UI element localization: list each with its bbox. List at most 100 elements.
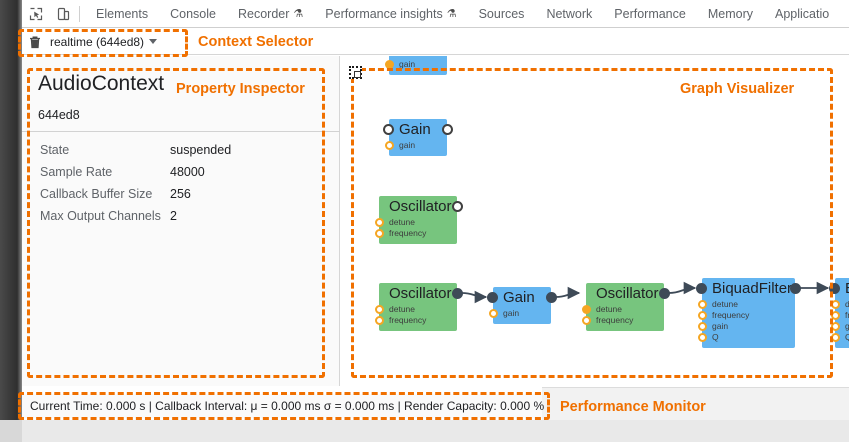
property-key-state: State [40, 143, 70, 157]
tab-performance-insights-label: Performance insights [325, 6, 443, 21]
graph-node-param-q: Q [712, 332, 719, 342]
tab-performance-insights[interactable]: Performance insights ⚗ [314, 0, 467, 28]
graph-output-port[interactable] [546, 292, 557, 303]
graph-param-port-detune[interactable] [582, 305, 591, 314]
graph-node-param-frequency: frequency [596, 315, 634, 325]
graph-node-title: Oscillator [389, 285, 452, 302]
graph-node-param-frequency: frequency [845, 310, 849, 320]
graph-node-title: Gain [389, 56, 447, 59]
graph-input-port[interactable] [487, 292, 498, 303]
graph-param-port-frequency[interactable] [831, 311, 840, 320]
property-inspector-divider [22, 131, 340, 132]
graph-param-port-q[interactable] [698, 333, 707, 342]
graph-param-port-detune[interactable] [375, 305, 384, 314]
tab-sources[interactable]: Sources [468, 0, 536, 28]
tab-console[interactable]: Console [159, 0, 227, 28]
graph-param-port-q[interactable] [831, 333, 840, 342]
graph-node-param-gain: gain [712, 321, 729, 331]
tab-performance[interactable]: Performance [603, 0, 697, 28]
graph-node-title: Oscillator [596, 285, 659, 302]
graph-output-port[interactable] [659, 288, 670, 299]
graph-node-param-q: Q [845, 332, 849, 342]
annotation-label-graph-visualizer: Graph Visualizer [680, 81, 795, 97]
graph-param-port-gain[interactable] [831, 322, 840, 331]
graph-node-param-frequency: frequency [389, 315, 427, 325]
graph-param-port-gain[interactable] [385, 141, 394, 150]
toolbar-divider [79, 5, 80, 22]
performance-monitor-bar: Current Time: 0.000 s | Callback Interva… [22, 394, 545, 418]
performance-monitor-text: Current Time: 0.000 s | Callback Interva… [30, 399, 545, 413]
graph-node-param-gain: gain [503, 308, 520, 318]
graph-node-pad [389, 151, 447, 156]
graph-param-port-gain[interactable] [385, 60, 394, 69]
graph-param-port-frequency[interactable] [698, 311, 707, 320]
experiment-flask-icon: ⚗ [293, 8, 304, 20]
bottom-filler [542, 387, 849, 420]
graph-node-title: Gain [399, 121, 431, 138]
graph-output-port[interactable] [442, 124, 453, 135]
graph-param-port-gain[interactable] [489, 309, 498, 318]
left-dark-strip [0, 0, 22, 442]
graph-visualizer-panel[interactable]: GaingainGaingainOscillatordetunefrequenc… [341, 56, 849, 386]
graph-input-port[interactable] [696, 283, 707, 294]
tab-memory[interactable]: Memory [697, 0, 764, 28]
graph-edge [668, 281, 697, 295]
graph-edge [461, 290, 488, 304]
graph-param-port-detune[interactable] [831, 300, 840, 309]
property-inspector-title: AudioContext [38, 72, 165, 95]
graph-edge [555, 286, 581, 300]
graph-node-pad [389, 70, 447, 75]
devtools-tabbar: Elements Console Recorder ⚗ Performance … [22, 0, 849, 28]
selection-handle[interactable] [349, 66, 362, 79]
property-key-callback-buffer-size: Callback Buffer Size [40, 187, 153, 201]
property-key-sample-rate: Sample Rate [40, 165, 113, 179]
graph-node-title: BiquadFilter [712, 280, 793, 297]
tab-sources-label: Sources [478, 6, 525, 21]
annotation-label-context-selector: Context Selector [198, 34, 314, 50]
graph-param-port-frequency[interactable] [582, 316, 591, 325]
graph-param-port-frequency[interactable] [375, 316, 384, 325]
graph-param-port-gain[interactable] [698, 322, 707, 331]
tab-elements-label: Elements [96, 6, 149, 21]
graph-node-param-detune: detune [712, 299, 738, 309]
annotation-label-property-inspector: Property Inspector [176, 81, 305, 97]
tab-recorder[interactable]: Recorder ⚗ [227, 0, 314, 28]
tab-network[interactable]: Network [535, 0, 603, 28]
device-toolbar-icon[interactable] [49, 1, 76, 27]
graph-param-port-detune[interactable] [375, 218, 384, 227]
tab-application[interactable]: Applicatio [764, 0, 840, 28]
graph-node-pad [379, 239, 457, 244]
inspect-element-icon[interactable] [22, 1, 49, 27]
context-selector-dropdown[interactable]: realtime (644ed8) [48, 35, 158, 49]
tab-elements[interactable]: Elements [85, 0, 159, 28]
graph-node-param-gain: gain [845, 321, 849, 331]
graph-node-param-gain: gain [399, 59, 416, 69]
graph-output-port[interactable] [790, 283, 801, 294]
graph-input-port[interactable] [829, 283, 840, 294]
graph-output-port[interactable] [452, 288, 463, 299]
property-inspector-property-list: State suspended Sample Rate 48000 Callba… [40, 143, 231, 223]
graph-param-port-detune[interactable] [698, 300, 707, 309]
graph-node-title: Oscillator [389, 198, 452, 215]
graph-node-param-detune: detune [389, 217, 415, 227]
trash-icon[interactable] [22, 29, 48, 55]
graph-node-pad [379, 326, 457, 331]
property-inspector-context-id: 644ed8 [38, 108, 80, 122]
graph-node-pad [702, 343, 795, 348]
graph-node-param-detune: detune [596, 304, 622, 314]
graph-node-pad [586, 326, 664, 331]
graph-input-port[interactable] [383, 124, 394, 135]
graph-output-port[interactable] [452, 201, 463, 212]
graph-param-port-frequency[interactable] [375, 229, 384, 238]
property-inspector-panel: AudioContext 644ed8 State suspended Samp… [22, 56, 340, 386]
graph-node-param-frequency: frequency [712, 310, 750, 320]
